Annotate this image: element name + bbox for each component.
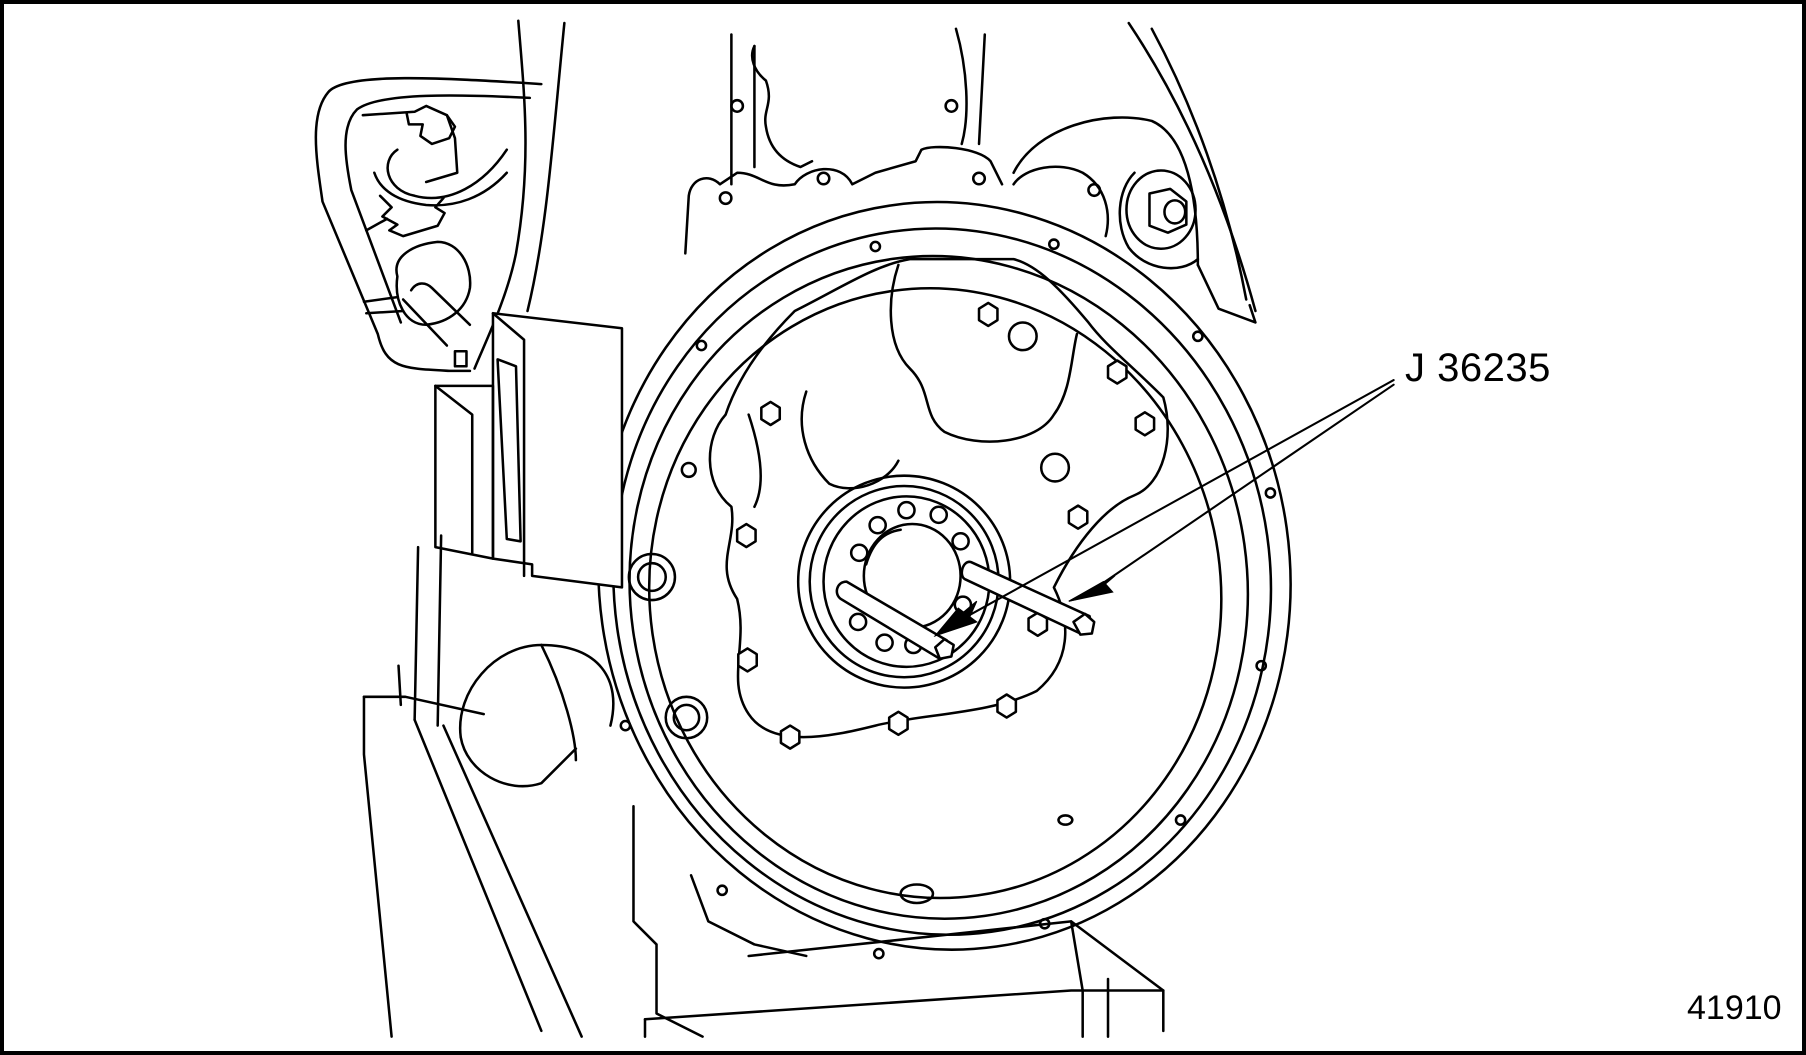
- hex-bolts: [735, 301, 1156, 750]
- left-mount-block: [362, 312, 624, 1038]
- engine-stand-base: [643, 920, 1165, 1038]
- tool-callout-label: J 36235: [1405, 346, 1551, 390]
- sensor-bracket: [314, 76, 543, 373]
- lower-housing-extension: [458, 552, 808, 1038]
- figure-number: 41910: [1687, 989, 1782, 1027]
- guide-pins: [835, 560, 1096, 661]
- damper-nut: [1118, 169, 1200, 270]
- flywheel-housing: [597, 200, 1292, 960]
- engine-block-outline: [473, 19, 1257, 370]
- callout-arrows: [933, 379, 1395, 637]
- housing-top-ears: [684, 145, 1110, 255]
